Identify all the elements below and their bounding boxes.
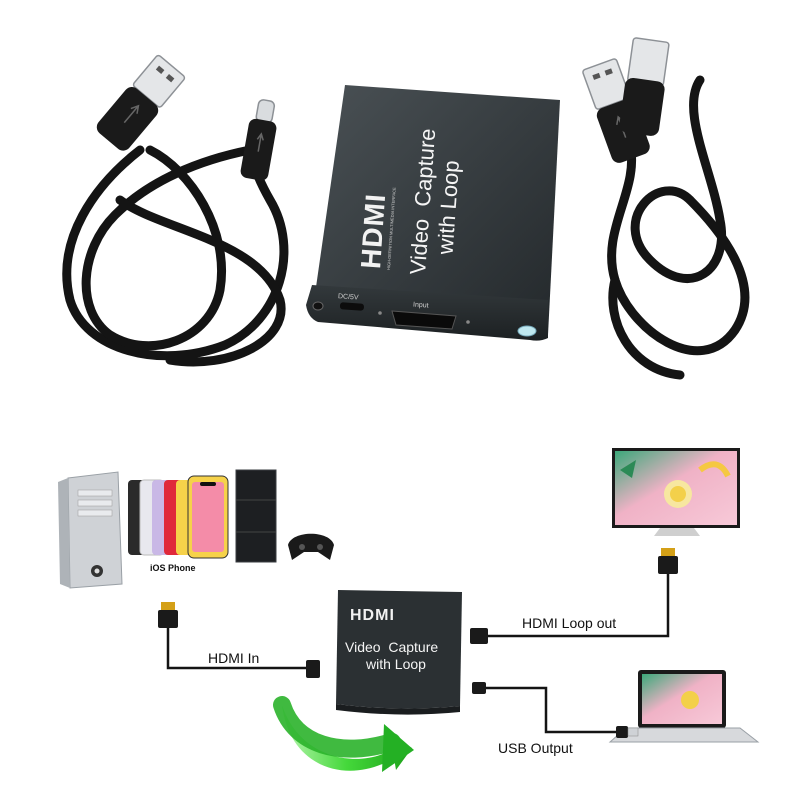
- hdmi-plug-icon: [306, 660, 320, 678]
- tv-monitor-icon: [612, 448, 740, 536]
- hdmi-plug-icon: [658, 548, 678, 574]
- label-hdmi-in: HDMI In: [208, 650, 260, 666]
- usb-a-plug-icon: [96, 54, 186, 151]
- diagram-cables: [166, 572, 670, 734]
- usb-a-plug-icon: [472, 682, 639, 738]
- game-console-icon: [235, 469, 334, 563]
- diagram-device-title-line2: with Loop: [365, 656, 426, 672]
- hdmi-plug-icon: [158, 602, 178, 628]
- curved-arrow-icon: [273, 696, 414, 772]
- label-ios-phone: iOS Phone: [150, 563, 196, 573]
- hdmi-input-port: [391, 310, 457, 330]
- laptop-icon: [608, 670, 760, 743]
- status-led: [517, 325, 537, 337]
- hdmi-logo-sub: HIGH-DEFINITION MULTIMEDIA INTERFACE: [386, 187, 397, 270]
- diagram-hdmi-logo: HDMI: [350, 607, 395, 624]
- usb-c-cable: [62, 135, 289, 367]
- label-usb-output: USB Output: [498, 740, 573, 756]
- hdmi-logo: HDMI: [355, 192, 391, 270]
- diagram-capture-device: HDMI Video Capture with Loop: [336, 590, 462, 715]
- hdmi-plug-icon: [470, 628, 488, 644]
- usb-cable-right: [607, 75, 750, 380]
- capture-device: HDMI HIGH-DEFINITION MULTIMEDIA INTERFAC…: [306, 85, 560, 341]
- usb-a-plug-icon: [619, 37, 670, 136]
- diagram-device-title-line1: Video Capture: [345, 639, 438, 655]
- port-label-input: Input: [413, 302, 429, 310]
- port-label-dc: DC/5V: [338, 293, 359, 301]
- dc-port: [339, 302, 364, 311]
- label-hdmi-loop-out: HDMI Loop out: [522, 615, 617, 631]
- pc-tower-icon: [58, 471, 123, 589]
- usb-c-plug-icon: [240, 99, 277, 181]
- smartphone-icon: [128, 475, 229, 559]
